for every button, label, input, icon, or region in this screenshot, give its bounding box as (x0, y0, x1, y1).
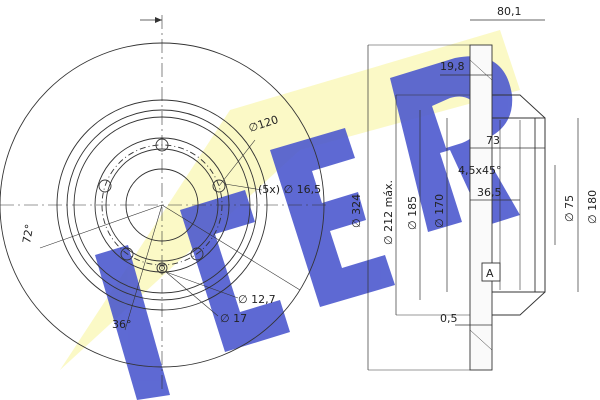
label-max-diameter: ∅ 212 máx. (382, 180, 395, 245)
disc-hatch-2 (469, 329, 493, 351)
angle-line-b (124, 204, 163, 331)
side-view (367, 19, 579, 371)
bolt-hole-3 (190, 247, 204, 261)
leader-120 (218, 139, 256, 187)
label-d185: ∅ 185 (406, 196, 419, 230)
top-arrowhead (155, 17, 162, 23)
bolt-hole-2 (212, 179, 226, 193)
label-d170: ∅ 170 (433, 194, 446, 228)
label-detail-a: A (486, 267, 494, 280)
angle-line-c (161, 204, 301, 291)
label-overall-height: 80,1 (497, 5, 522, 18)
label-chamfer: 4,5x45° (458, 164, 502, 177)
leader-17 (165, 271, 219, 317)
label-angle-a: 72° (20, 223, 36, 244)
angle-line-a (39, 204, 163, 249)
front-view (0, 15, 330, 390)
label-d180: ∅ 180 (586, 190, 599, 224)
label-thickness: 19,8 (440, 60, 465, 73)
dimension-labels: ∅120 (5x) ∅ 16,5 ∅ 324 ∅ 12,7 ∅ 17 72° 3… (20, 5, 599, 331)
label-bolt-holes: (5x) ∅ 16,5 (258, 183, 321, 196)
detail-box-a (481, 262, 501, 282)
brand-logo (60, 30, 520, 400)
hat-inner (492, 117, 540, 293)
leader-165 (224, 183, 263, 191)
label-hole-a: ∅ 12,7 (238, 293, 276, 306)
bolt-hole-4 (120, 247, 134, 261)
label-hole-b: ∅ 17 (220, 312, 247, 325)
label-d75: ∅ 75 (563, 195, 576, 222)
label-min-thickness: 0,5 (440, 312, 458, 325)
label-offset: 36,5 (477, 186, 502, 199)
label-angle-b: 36° (112, 318, 132, 331)
disc-hatch-1 (469, 59, 493, 81)
leader-127 (165, 271, 239, 299)
bolt-hole-5 (98, 179, 112, 193)
label-hat-depth: 73 (486, 134, 500, 147)
disc-section (469, 44, 493, 371)
label-outer-diameter: ∅ 324 (350, 194, 363, 228)
hub-face (534, 117, 546, 293)
